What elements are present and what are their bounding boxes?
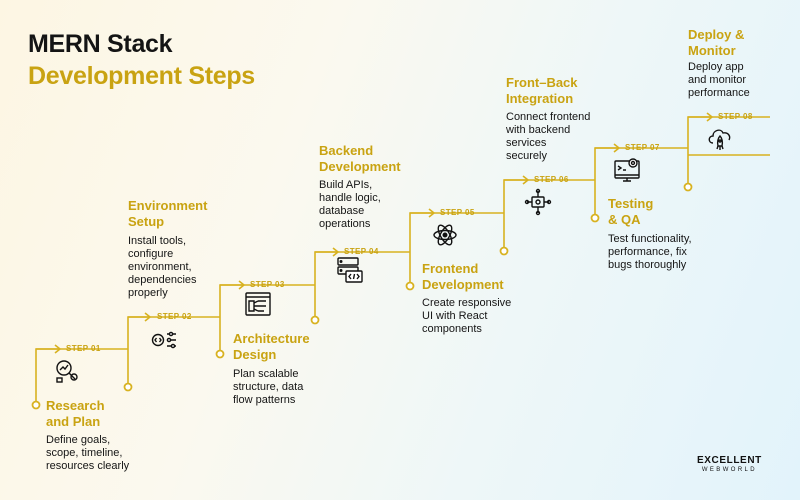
step-label-8: STEP 08 bbox=[718, 112, 753, 121]
step-label-4: STEP 04 bbox=[344, 247, 379, 256]
step-label-3: STEP 03 bbox=[250, 280, 285, 289]
node-4 bbox=[310, 315, 320, 325]
node-2 bbox=[123, 382, 133, 392]
brand-logo: EXCELLENT WEBWORLD bbox=[697, 455, 762, 473]
server-code-icon bbox=[337, 257, 363, 283]
code-settings-icon bbox=[151, 331, 176, 349]
node-8 bbox=[683, 182, 693, 192]
cloud-rocket-icon bbox=[708, 129, 731, 150]
step-label-7: STEP 07 bbox=[625, 143, 660, 152]
node-6 bbox=[499, 246, 509, 256]
connector-6-arrow bbox=[504, 175, 530, 185]
connector-1 bbox=[35, 348, 128, 402]
step-label-2: STEP 02 bbox=[157, 312, 192, 321]
connector-7-arrow bbox=[595, 143, 621, 153]
node-3 bbox=[215, 349, 225, 359]
connector-4-arrow bbox=[315, 247, 340, 257]
step-label-5: STEP 05 bbox=[440, 208, 475, 217]
step-desc-1: Define goals,scope, timeline,resources c… bbox=[46, 434, 130, 472]
step-label-1: STEP 01 bbox=[66, 344, 101, 353]
node-7 bbox=[590, 213, 600, 223]
connector-2-arrow bbox=[128, 312, 152, 322]
node-1 bbox=[31, 400, 41, 410]
brand-logo-line1: EXCELLENT bbox=[697, 455, 762, 466]
connector-1-arrow bbox=[36, 344, 62, 354]
architecture-flow-icon bbox=[245, 292, 271, 316]
step-label-6: STEP 06 bbox=[534, 175, 569, 184]
step-heading-8: Deploy &Monitor bbox=[688, 27, 745, 58]
research-analytics-icon bbox=[56, 360, 78, 383]
page-title-line2: Development Steps bbox=[28, 62, 255, 90]
node-5 bbox=[405, 281, 415, 291]
brand-logo-line2: WEBWORLD bbox=[701, 467, 758, 473]
integration-network-icon bbox=[524, 188, 552, 216]
testing-monitor-icon bbox=[614, 158, 640, 182]
connector-3-arrow bbox=[220, 280, 246, 290]
page-title-line1: MERN Stack bbox=[28, 30, 173, 58]
react-atom-icon bbox=[433, 224, 457, 246]
connector-5-arrow bbox=[410, 208, 436, 218]
connector-8-arrow bbox=[688, 112, 714, 122]
step-heading-7: Testing& QA bbox=[608, 196, 654, 227]
